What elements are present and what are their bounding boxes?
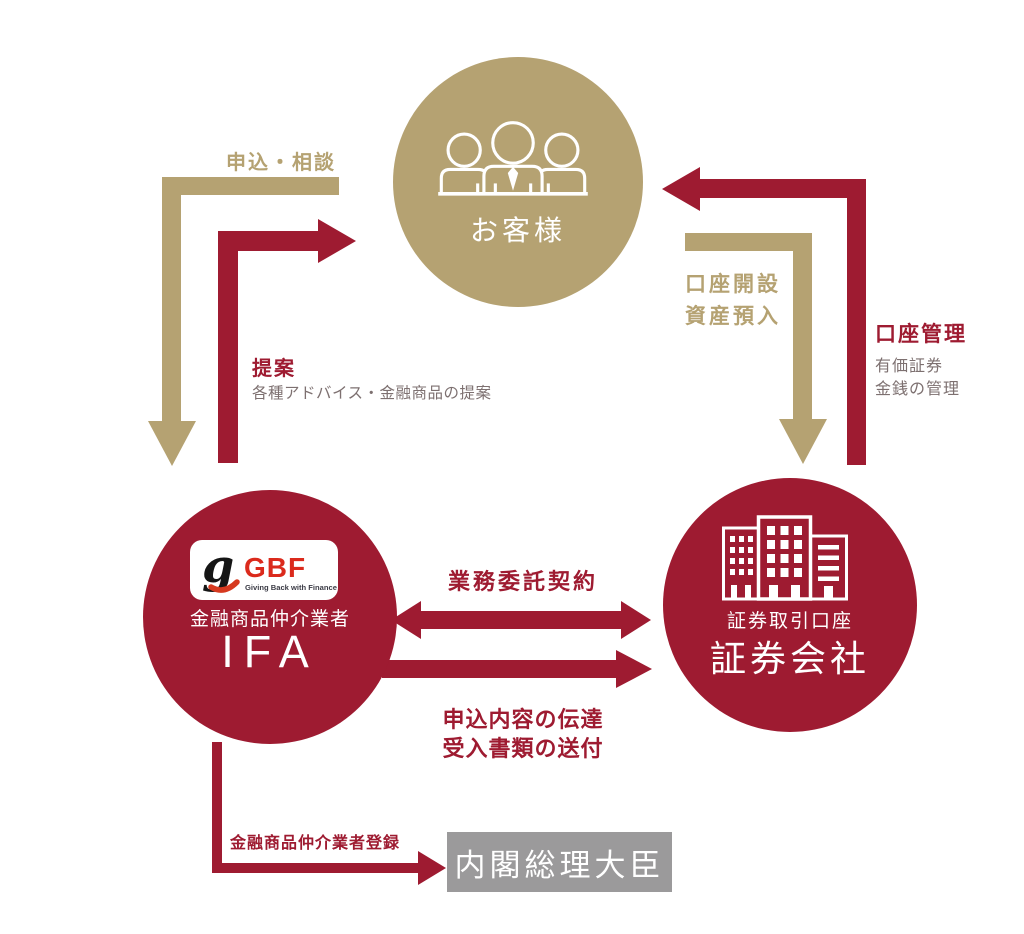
transmission-label-line2: 受入書類の送付 <box>442 736 604 761</box>
account-mgmt-label: 口座管理 <box>875 323 967 346</box>
arrow-proposal-head <box>318 219 356 263</box>
minister-node: 内閣総理大臣 <box>447 832 672 892</box>
arrow-proposal-horizontal <box>218 231 318 251</box>
arrow-transmission-body <box>382 660 616 678</box>
application-label: 申込・相談 <box>226 152 336 174</box>
ifa-node: g GBF Giving Back with Finance 金融商品仲介業者 … <box>143 490 397 744</box>
proposal-sublabel: 各種アドバイス・金融商品の提案 <box>252 385 492 402</box>
customer-label: お客様 <box>469 215 566 246</box>
arrow-account-mgmt-horizontal <box>700 179 866 198</box>
arrow-application-vertical <box>162 177 181 422</box>
arrow-proposal-vertical <box>218 250 238 463</box>
arrow-application-head <box>148 421 196 466</box>
securities-node: 証券取引口座 証券会社 <box>663 478 917 732</box>
gbf-logo-mark-icon: g <box>202 540 234 593</box>
registration-label: 金融商品仲介業者登録 <box>230 835 401 852</box>
ifa-title: IFA <box>221 626 319 677</box>
people-icon <box>438 121 588 196</box>
gbf-logo-swoosh-icon <box>208 579 240 593</box>
ifa-subtitle: 金融商品仲介業者 <box>189 609 350 630</box>
securities-subtitle: 証券取引口座 <box>726 611 853 632</box>
account-open-label-line1: 口座開設 <box>685 273 781 296</box>
arrow-outsourcing-right-head <box>621 601 651 639</box>
gbf-logo-tagline: Giving Back with Finance <box>245 583 337 592</box>
gbf-logo: g GBF Giving Back with Finance <box>190 539 338 600</box>
arrow-registration-head <box>418 851 446 885</box>
customer-node: お客様 <box>393 57 643 307</box>
arrow-account-mgmt-vertical <box>847 179 866 465</box>
transmission-label-line1: 申込内容の伝達 <box>442 707 604 732</box>
gbf-logo-name: GBF <box>244 552 306 583</box>
arrow-registration-vertical <box>212 742 222 873</box>
arrow-registration-horizontal <box>212 863 418 873</box>
arrow-account-open-head <box>779 419 827 464</box>
arrow-account-mgmt-head <box>662 167 700 211</box>
building-icon <box>722 515 848 601</box>
arrow-application-horizontal <box>162 177 339 195</box>
account-mgmt-sublabel-line2: 金銭の管理 <box>875 381 961 398</box>
securities-title: 証券会社 <box>709 638 870 679</box>
minister-label: 内閣総理大臣 <box>454 847 665 883</box>
account-open-label-line2: 資産預入 <box>685 305 781 328</box>
arrow-transmission-head <box>616 650 652 688</box>
outsourcing-label: 業務委託契約 <box>447 569 598 594</box>
arrow-account-open-vertical <box>793 233 812 420</box>
arrow-outsourcing-body <box>419 611 621 629</box>
proposal-label: 提案 <box>252 358 296 380</box>
arrow-account-open-horizontal <box>685 233 812 251</box>
account-mgmt-sublabel-line1: 有価証券 <box>875 358 944 375</box>
